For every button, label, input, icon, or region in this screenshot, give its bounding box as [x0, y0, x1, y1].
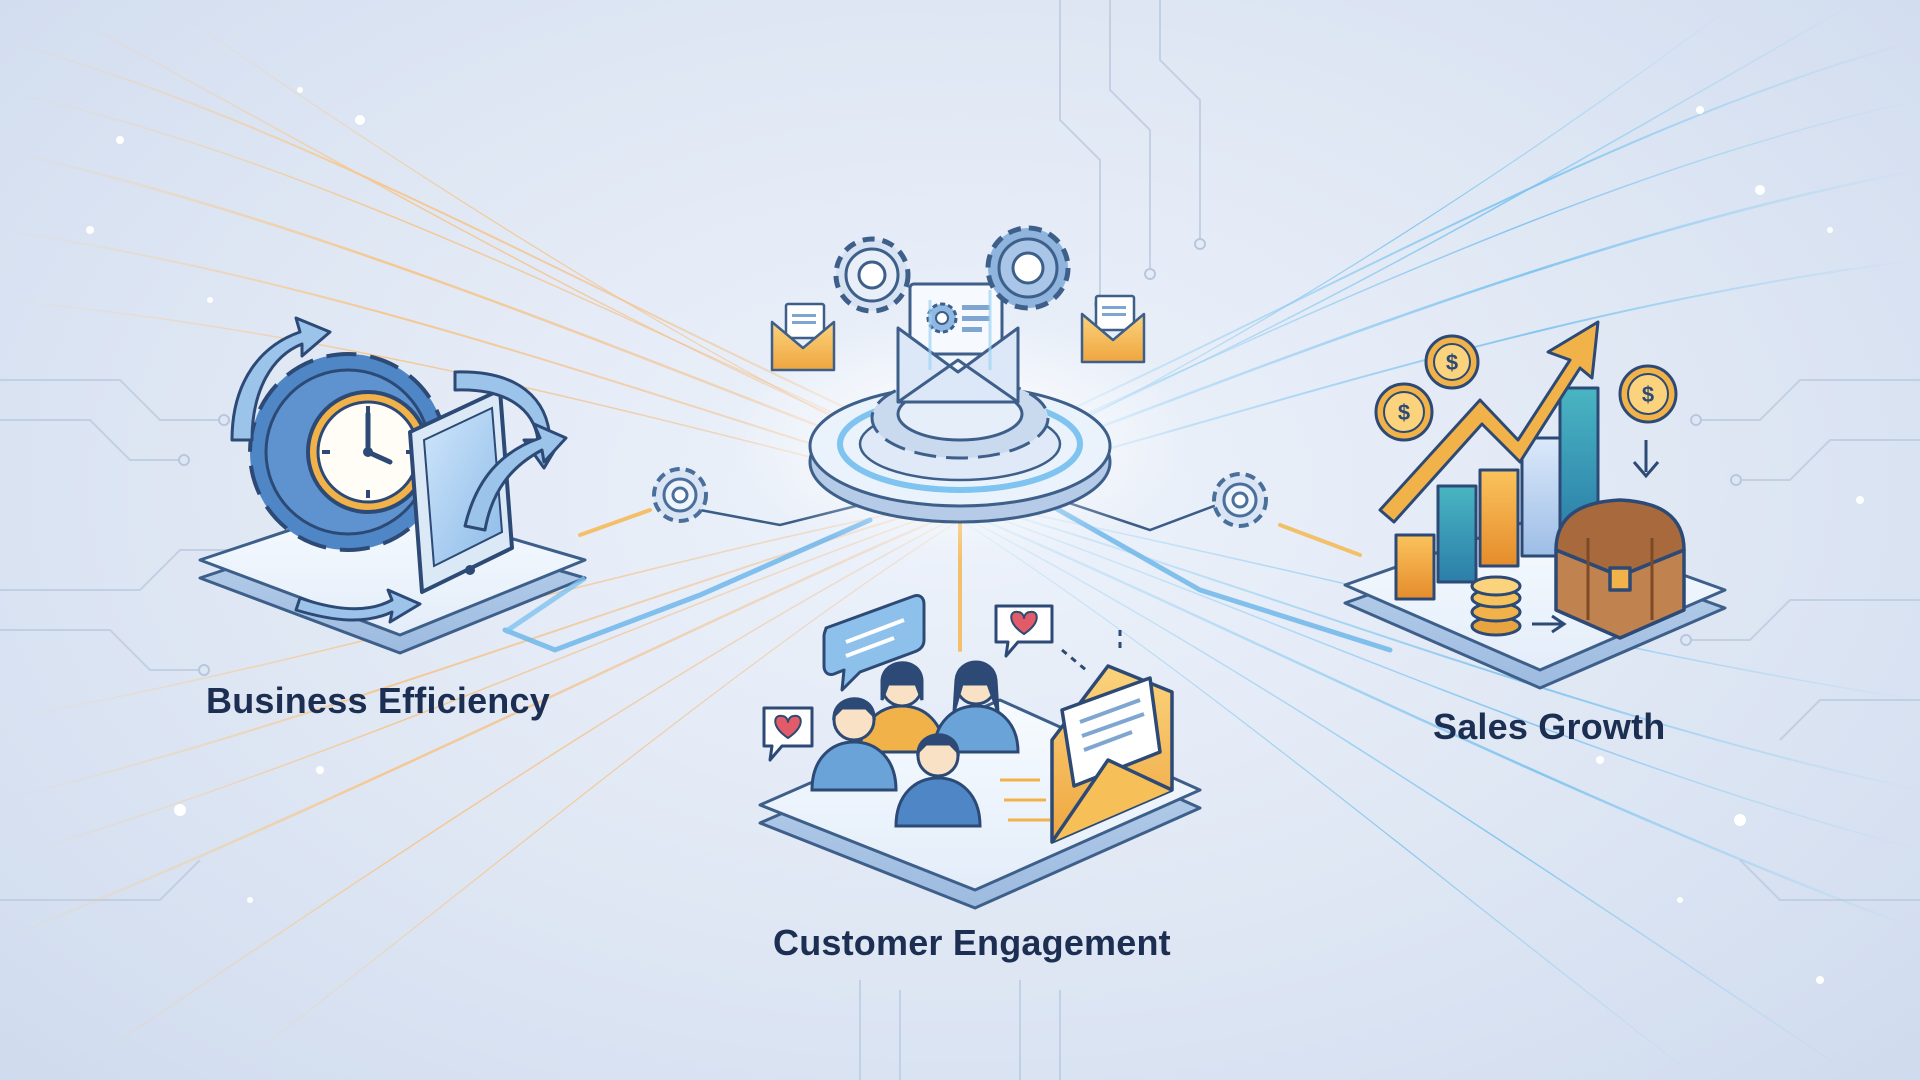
- sparkles: [86, 87, 1864, 984]
- gear-icon: [833, 236, 911, 314]
- people-icon: [810, 660, 1020, 828]
- central-hub: [730, 225, 1190, 560]
- sales-growth-label: Sales Growth: [1433, 706, 1666, 747]
- envelope-icon: [1050, 664, 1174, 844]
- warm-light-streams: [0, 0, 962, 1080]
- business-efficiency-label: Business Efficiency: [206, 680, 550, 721]
- business-efficiency-platform: [198, 316, 587, 655]
- coin-symbols: $ $ $: [1398, 350, 1654, 425]
- chat-bubble-icon: [822, 594, 926, 692]
- coin-icon: [1374, 382, 1434, 442]
- cycle-arrow-icon: [230, 316, 568, 624]
- gear-icon: [985, 225, 1071, 311]
- growth-arrow-icon: [1378, 320, 1600, 524]
- gear-icon: [652, 467, 708, 523]
- treasure-chest-icon: [1554, 498, 1686, 640]
- sales-growth-platform: $ $ $: [1343, 320, 1727, 690]
- email-envelope-icon: [896, 282, 1020, 404]
- envelope-icon: [770, 302, 836, 372]
- heart-bubble-icon: [762, 706, 814, 762]
- envelope-icon: [1080, 294, 1146, 364]
- customer-engagement-platform: [758, 594, 1202, 910]
- heart-bubble-icon: [994, 604, 1054, 658]
- coin-stack-icon: [1470, 575, 1522, 637]
- gear-icon: [1212, 472, 1268, 528]
- coin-icon: [1424, 334, 1480, 390]
- coin-icon: [1618, 364, 1678, 424]
- svg-text:$: $: [1446, 350, 1458, 375]
- svg-text:$: $: [1642, 382, 1654, 407]
- svg-text:$: $: [1398, 400, 1410, 425]
- customer-engagement-label: Customer Engagement: [773, 922, 1171, 963]
- down-arrow-icon: [1632, 440, 1660, 479]
- bar-chart-icon: [1394, 386, 1600, 601]
